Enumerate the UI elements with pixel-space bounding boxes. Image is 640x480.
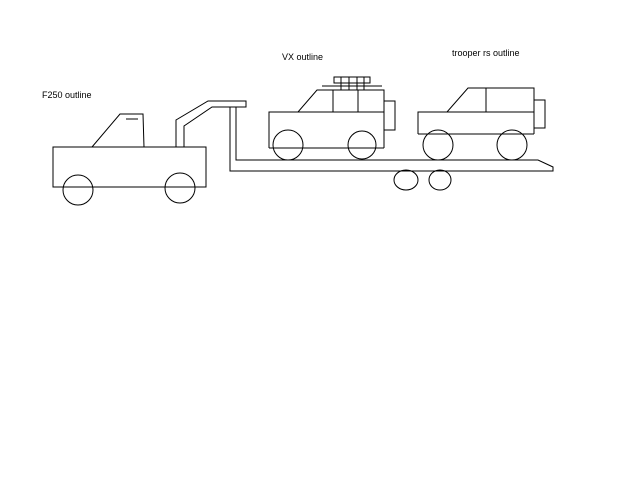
trooper-vehicle-outline bbox=[417, 87, 546, 161]
trailer-outline bbox=[229, 107, 554, 191]
trooper-rear-wheel bbox=[496, 129, 528, 161]
f250-rear-wheel bbox=[164, 172, 196, 204]
trailer-deck bbox=[229, 107, 554, 172]
vx-roof-rack bbox=[333, 76, 371, 84]
f250-label: F250 outline bbox=[42, 90, 92, 100]
f250-cab-outline bbox=[91, 113, 145, 148]
f250-truck-outline bbox=[52, 113, 207, 206]
vx-vehicle-outline bbox=[268, 76, 396, 161]
trooper-spare-tire bbox=[533, 99, 546, 129]
f250-front-wheel bbox=[62, 174, 94, 206]
trooper-front-wheel bbox=[422, 129, 454, 161]
trooper-label: trooper rs outline bbox=[452, 48, 520, 58]
vx-label: VX outline bbox=[282, 52, 323, 62]
trooper-body bbox=[417, 87, 535, 134]
vx-rear-wheel bbox=[347, 130, 377, 160]
trailer-wheel-rear bbox=[428, 169, 452, 191]
f250-bed-body bbox=[52, 146, 207, 188]
vx-body bbox=[268, 89, 385, 148]
vx-spare-tire bbox=[383, 100, 396, 131]
gooseneck-arm bbox=[175, 100, 247, 147]
trailer-wheel-front bbox=[393, 169, 419, 191]
gooseneck-hitch bbox=[175, 100, 247, 147]
vx-front-wheel bbox=[272, 129, 304, 161]
